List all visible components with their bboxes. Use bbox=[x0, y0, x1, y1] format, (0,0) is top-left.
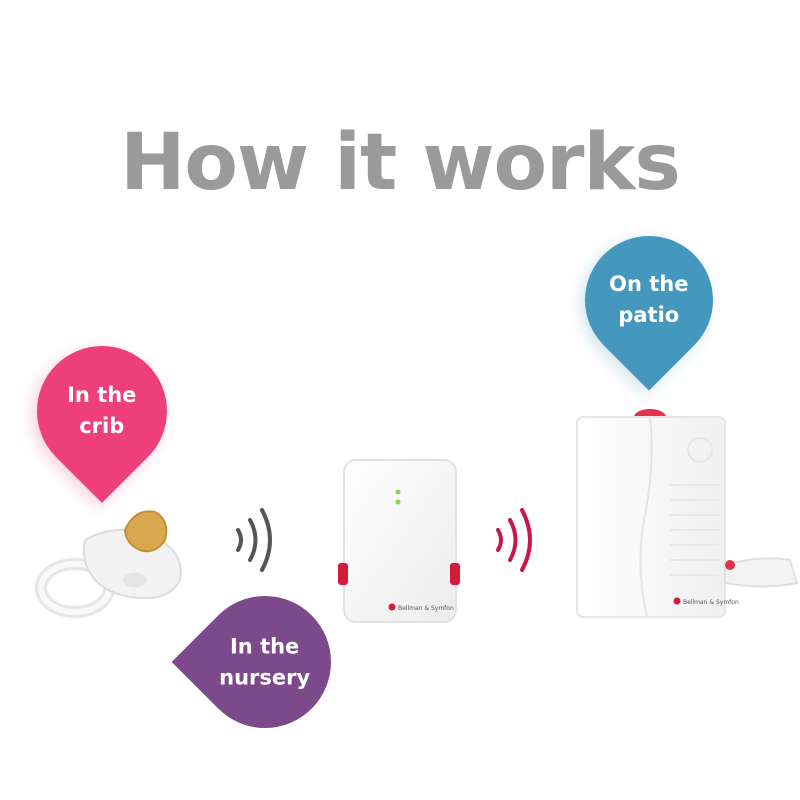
crib-bubble-label: In the crib bbox=[67, 383, 137, 438]
receiver-device: Bellman & Symfon bbox=[576, 409, 799, 618]
page-title: How it works bbox=[120, 118, 681, 208]
transmitter-brand: Bellman & Symfon bbox=[398, 605, 454, 612]
signal-waves-red bbox=[496, 508, 532, 572]
nursery-bubble-label: In the nursery bbox=[219, 634, 311, 690]
crib-bubble: In the crib bbox=[10, 319, 194, 503]
transmitter-device: Bellman & Symfon bbox=[338, 459, 460, 623]
patio-bubble-label: On the patio bbox=[609, 271, 689, 327]
signal-waves-gray bbox=[236, 508, 272, 572]
receiver-brand: Bellman & Symfon bbox=[683, 599, 739, 606]
patio-bubble: On the patio bbox=[558, 209, 740, 391]
pacifier-image bbox=[35, 510, 182, 618]
